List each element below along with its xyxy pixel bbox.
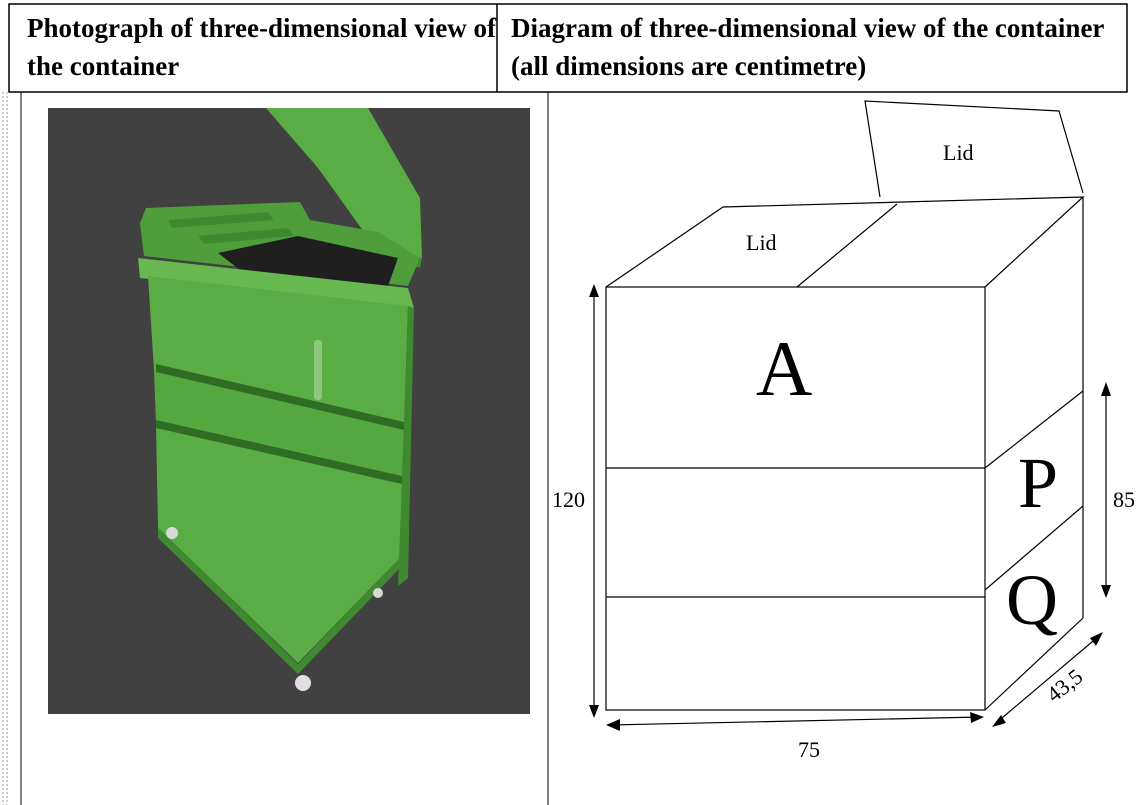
header-photograph: Photograph of three-dimensional view of … (27, 13, 496, 81)
label-lid-back: Lid (943, 140, 974, 165)
arrowhead (1090, 632, 1103, 646)
width-dimension-line (609, 716, 981, 726)
side-divider-1 (984, 390, 1084, 469)
arrowhead (1101, 585, 1111, 598)
header-diagram: Diagram of three-dimensional view of the… (511, 13, 1104, 81)
arrowhead (1101, 382, 1111, 396)
top-face (605, 196, 1085, 288)
arrowhead (606, 719, 620, 731)
arrowhead (992, 715, 1006, 727)
arrowhead (589, 705, 599, 718)
label-side-height-85: 85 (1113, 487, 1135, 512)
label-face-q: Q (1006, 560, 1058, 640)
label-width-75: 75 (798, 737, 820, 762)
container-photograph (48, 108, 530, 714)
open-lid (864, 100, 1084, 198)
front-face (605, 286, 986, 711)
label-face-a: A (756, 325, 812, 412)
label-depth-43-5: 43,5 (1042, 664, 1088, 707)
side-divider-2 (984, 505, 1084, 591)
arrowhead (970, 712, 984, 723)
label-lid-front: Lid (746, 230, 777, 255)
label-face-p: P (1018, 443, 1058, 523)
arrowhead (589, 284, 599, 297)
top-divider (796, 203, 898, 288)
depth-dimension-line (995, 635, 1100, 724)
side-bottom-edge (984, 617, 1084, 711)
label-height-120: 120 (552, 487, 585, 512)
